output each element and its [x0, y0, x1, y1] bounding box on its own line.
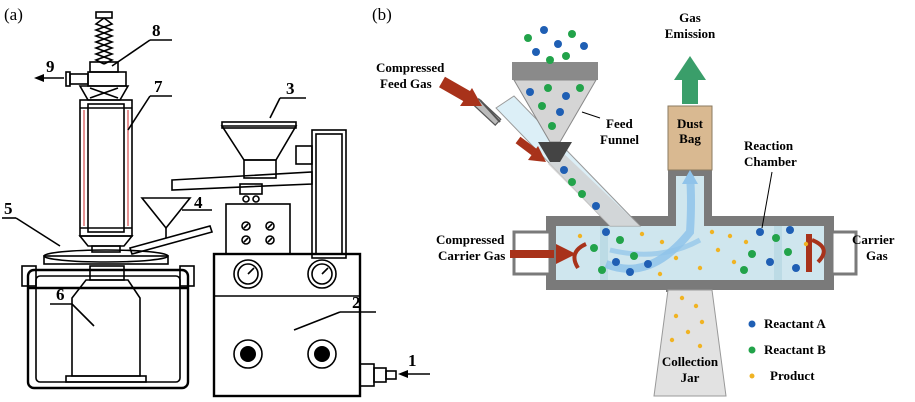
- legend-label-reactant-a: Reactant A: [764, 316, 826, 331]
- legend-label-reactant-b: Reactant B: [764, 342, 826, 357]
- feed-tube-arrow: [515, 136, 546, 162]
- legend-swatch-reactant-b: [748, 346, 756, 354]
- gas-emission-arrow: [674, 56, 706, 104]
- legend-swatch-reactant-a: [748, 320, 756, 328]
- stand-frame: [21, 265, 195, 390]
- arrow-9-head: [34, 74, 44, 82]
- outlet-pipe: [69, 73, 89, 85]
- label-4: 4: [194, 193, 203, 212]
- feed-tube: [472, 95, 642, 227]
- legend: Reactant A Reactant B Product: [748, 316, 826, 383]
- reaction-chamber-label-2: Chamber: [744, 154, 797, 169]
- legend-label-product: Product: [770, 368, 815, 383]
- gas-emission-label-1: Gas: [679, 10, 701, 25]
- controller-cabinet: [212, 252, 362, 398]
- label-6: 6: [56, 285, 65, 304]
- carrier-gas-label-1: Carrier: [852, 232, 895, 247]
- valve-box: [225, 203, 291, 255]
- dust-bag: [667, 105, 713, 171]
- label-3: 3: [286, 79, 295, 98]
- reaction-chamber-label-1: Reaction: [744, 138, 794, 153]
- label-9: 9: [46, 57, 55, 76]
- feeder-column: [311, 129, 347, 259]
- compressed-carrier-gas-arrow: [510, 242, 587, 270]
- dust-bag-label-2: Bag: [679, 131, 701, 146]
- port-left: [233, 339, 263, 369]
- carrier-gas-arrow: [806, 234, 826, 272]
- hopper-arm: [171, 171, 313, 191]
- feed-funnel: [512, 62, 598, 162]
- panel-b: (b) Dust Bag Gas Emission: [372, 5, 895, 397]
- reaction-chamber: [512, 168, 858, 292]
- label-2: 2: [352, 293, 361, 312]
- collection-vessel: [65, 265, 147, 383]
- gas-emission-label-2: Emission: [665, 26, 716, 41]
- feed-tube: [128, 225, 214, 255]
- compressed-feed-gas-label-2: Feed Gas: [380, 76, 432, 91]
- label-8: 8: [152, 21, 161, 40]
- panel-a: (a) 9 8 7: [2, 5, 430, 398]
- collection-jar-label-2: Jar: [681, 370, 700, 385]
- gas-inlet: [359, 363, 375, 387]
- spring-assembly: [89, 11, 119, 73]
- feed-funnel-label-2: Funnel: [600, 132, 639, 147]
- legend-swatch-product: [749, 373, 755, 379]
- collection-jar-label-1: Collection: [662, 354, 719, 369]
- label-1: 1: [408, 351, 417, 370]
- carrier-gas-label-2: Gas: [866, 248, 888, 263]
- label-5: 5: [4, 199, 13, 218]
- valve-dials: [241, 221, 275, 245]
- particles-feed: [524, 26, 600, 210]
- compressed-carrier-gas-label-2: Carrier Gas: [438, 248, 505, 263]
- feed-funnel-label-1: Feed: [606, 116, 633, 131]
- pressure-gauge-left: [233, 259, 263, 289]
- compressed-carrier-gas-label-1: Compressed: [436, 232, 505, 247]
- hopper: [220, 125, 298, 161]
- compressed-feed-gas-arrow: [439, 76, 482, 106]
- top-head: [87, 71, 127, 87]
- dust-bag-label-1: Dust: [677, 116, 704, 131]
- port-right: [307, 339, 337, 369]
- pressure-gauge-right: [307, 259, 337, 289]
- label-7: 7: [154, 77, 163, 96]
- panel-b-label: (b): [372, 5, 392, 24]
- particles-chamber: [577, 226, 809, 277]
- compressed-feed-gas-label-1: Compressed: [376, 60, 445, 75]
- panel-a-label: (a): [4, 5, 23, 24]
- collection-jar: [653, 289, 727, 397]
- side-funnel: [140, 197, 192, 230]
